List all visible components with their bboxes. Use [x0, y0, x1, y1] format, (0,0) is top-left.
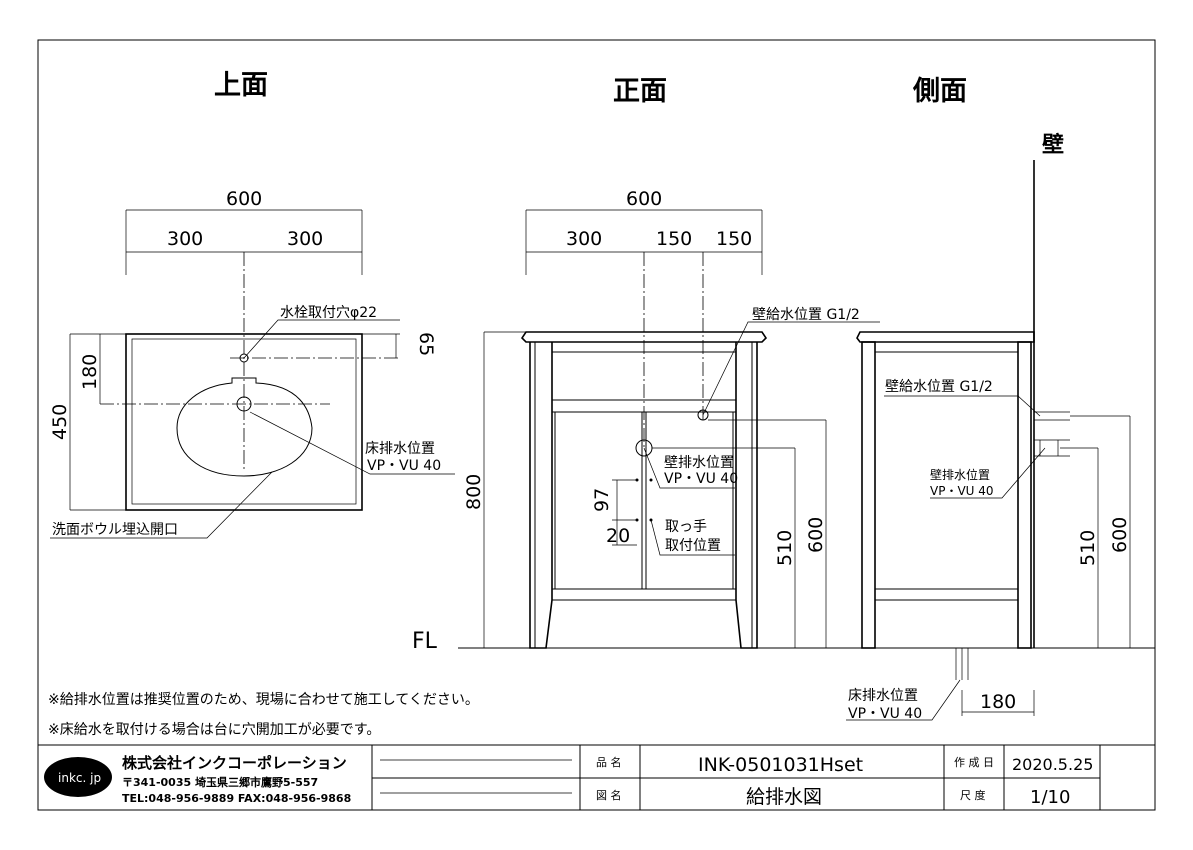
- side-floor-drain-line2: VP・VU 40: [848, 706, 922, 722]
- product-label: 品 名: [596, 755, 622, 769]
- side-wall-drain-line2: VP・VU 40: [930, 484, 994, 498]
- side-view: 壁給水位置 G1/2 壁排水位置 VP・VU 40 510 600 180 床排…: [846, 160, 1131, 722]
- front-wall-supply-label: 壁給水位置 G1/2: [752, 307, 860, 323]
- side-wall-drain-line1: 壁排水位置: [930, 467, 990, 482]
- front-dim-510: 510: [774, 530, 796, 566]
- front-dim-b: 150: [656, 228, 692, 250]
- front-wall-drain-line2: VP・VU 40: [664, 471, 738, 487]
- front-dim-97: 97: [591, 488, 613, 512]
- company-logo: [44, 757, 112, 797]
- title-block: inkc. jp 株式会社インクコーポレーション 〒341-0035 埼玉県三郷…: [38, 744, 1155, 810]
- product-value: INK-0501031Hset: [698, 754, 863, 776]
- front-wall-drain-line1: 壁排水位置: [664, 455, 734, 471]
- side-dim-600: 600: [1109, 517, 1131, 553]
- top-floor-drain-line2: VP・VU 40: [367, 458, 441, 474]
- top-dim-total: 600: [226, 188, 262, 210]
- company-logo-text: inkc. jp: [58, 771, 101, 785]
- front-dim-height: 800: [463, 474, 485, 510]
- top-dim-faucet-edge: 65: [415, 332, 437, 356]
- sheet-border: [37, 39, 1156, 811]
- date-label: 作 成 日: [954, 756, 994, 769]
- note-2: ※床給水を取付ける場合は台に穴開加工が必要です。: [48, 722, 380, 738]
- side-dim-510: 510: [1077, 530, 1099, 566]
- date-value: 2020.5.25: [1012, 755, 1093, 774]
- handle-label-line1: 取っ手: [665, 519, 707, 535]
- front-view: 600 300 150 150 97 20: [463, 188, 880, 649]
- front-wall-supply: [697, 409, 709, 421]
- top-dim-right: 300: [287, 228, 323, 250]
- faucet-hole-label: 水栓取付穴φ22: [280, 305, 377, 321]
- company-address: 〒341-0035 埼玉県三郷市鷹野5-557: [122, 775, 318, 789]
- top-counter: [125, 333, 363, 511]
- scale-value: 1/10: [1030, 787, 1070, 808]
- side-dim-180: 180: [980, 691, 1016, 713]
- bowl-opening-label: 洗面ボウル埋込開口: [52, 522, 178, 538]
- top-dim-depth: 450: [49, 404, 71, 440]
- front-dim-total: 600: [626, 188, 662, 210]
- title-front-view: 正面: [613, 76, 667, 107]
- side-wall-supply-label: 壁給水位置 G1/2: [885, 379, 993, 395]
- drawing-value: 給排水図: [746, 786, 822, 808]
- title-top-view: 上面: [214, 70, 268, 101]
- top-dim-faucet-offset: 180: [79, 354, 101, 390]
- drawing-label: 図 名: [596, 788, 622, 802]
- side-floor-drain-line1: 床排水位置: [848, 688, 918, 704]
- bowl-opening: [176, 377, 313, 477]
- note-1: ※給排水位置は推奨位置のため、現場に合わせて施工してください。: [48, 692, 479, 708]
- front-dim-20: 20: [606, 525, 630, 547]
- top-dim-left: 300: [167, 228, 203, 250]
- floor-label: FL: [412, 629, 438, 654]
- top-view: 600 300 300 450 180 65 水栓取付穴φ22 床排水位置 VP…: [49, 188, 455, 539]
- wall-label: 壁: [1042, 132, 1064, 158]
- bowl-drain: [236, 396, 252, 412]
- scale-label: 尺 度: [960, 788, 986, 802]
- front-dim-a: 300: [566, 228, 602, 250]
- front-dim-600: 600: [805, 517, 827, 553]
- front-dim-c: 150: [716, 228, 752, 250]
- title-side-view: 側面: [912, 76, 967, 107]
- handle-label-line2: 取付位置: [665, 538, 721, 554]
- top-floor-drain-line1: 床排水位置: [365, 441, 435, 457]
- company-name: 株式会社インクコーポレーション: [122, 754, 347, 772]
- company-tel: TEL:048-956-9889 FAX:048-956-9868: [122, 792, 351, 805]
